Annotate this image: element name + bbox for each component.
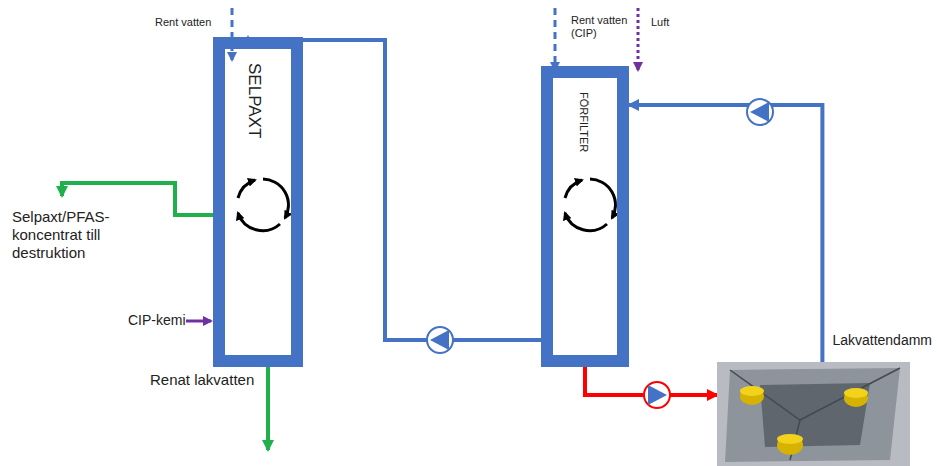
column-title: FÖRFILTER <box>577 92 590 152</box>
flow-label: Rent vatten (CIP) <box>571 14 635 40</box>
flow-label: CIP-kemi <box>128 312 186 329</box>
water-inlet <box>231 8 234 60</box>
pond-node: Lakvattendamm <box>700 328 934 466</box>
rotation-symbol <box>565 179 615 231</box>
flow-label: Selpaxt/PFAS-koncentrat till destruktion <box>12 208 168 262</box>
pump-symbol <box>644 382 670 408</box>
pipe-connector <box>629 105 822 362</box>
column-box: FÖRFILTER <box>541 66 629 367</box>
flow-label: Rent vatten <box>155 16 211 29</box>
flow-label: Luft <box>651 16 669 29</box>
pump-symbol <box>427 327 453 353</box>
pond-photo <box>717 362 910 466</box>
air-inlet <box>637 8 640 70</box>
flow-label: Renat lakvatten <box>150 371 254 389</box>
rotation-symbol <box>238 179 288 231</box>
treated-outlet <box>266 367 270 450</box>
column-box: SELPAXT <box>213 37 303 367</box>
cip-inlet <box>186 320 211 323</box>
column-title: SELPAXT <box>244 63 264 138</box>
node-heading: Lakvattendamm <box>832 332 932 349</box>
pump-symbol <box>747 99 773 125</box>
water-inlet <box>554 8 557 70</box>
